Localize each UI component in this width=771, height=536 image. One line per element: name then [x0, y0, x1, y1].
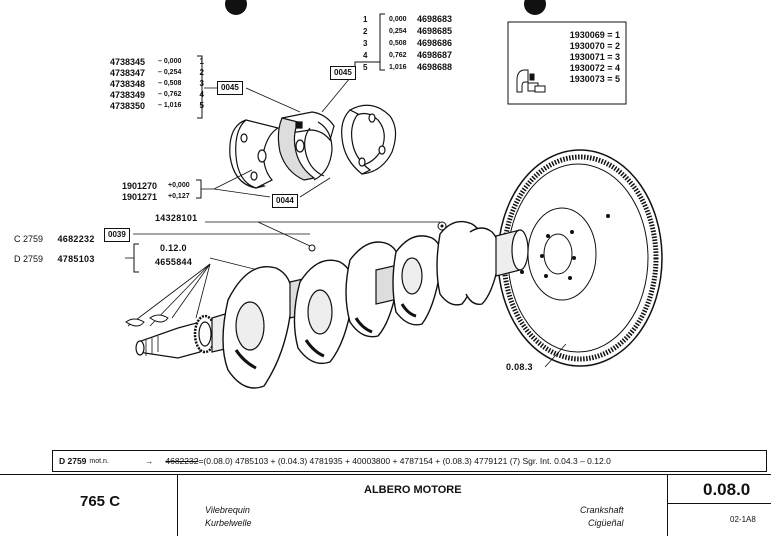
title-german: Kurbelwelle: [205, 518, 252, 528]
modification-note-bar: D 2759 mot.n. → 4682232 =(0.08.0) 478510…: [52, 450, 767, 472]
ref-0083[interactable]: 0.08.3: [506, 362, 533, 372]
title-french: Vilebrequin: [205, 505, 250, 515]
registration-dot-right: [524, 0, 546, 15]
list-item: 1930072 = 4: [569, 63, 620, 73]
key-group-code: 4655844: [155, 257, 193, 267]
c2759-row: C 2759 4682232: [14, 229, 95, 247]
flywheel: [497, 149, 663, 367]
group-number: 0.08.0: [703, 480, 751, 499]
crankshaft: [135, 220, 529, 389]
c2759-code: 4682232: [57, 234, 95, 244]
list-item: 1901270+0,000: [122, 180, 190, 191]
d2759-code: 4785103: [57, 254, 95, 264]
ref-box-0045-right[interactable]: 0045: [330, 66, 356, 80]
part-number-14328101: 14328101: [155, 213, 198, 223]
footer-model-suffix: mot.n.: [89, 457, 109, 465]
crankshaft-exploded-diagram: [125, 0, 663, 389]
thrust-washer-list: 1901270+0,000 1901271+0,127: [122, 180, 198, 202]
woodruff-key-1: [125, 318, 145, 327]
registration-dot-left: [225, 0, 247, 15]
c2759-prefix: C 2759: [14, 234, 44, 244]
title-block: 765 C ALBERO MOTORE Vilebrequin Kurbelwe…: [0, 474, 771, 536]
list-item: 1930071 = 3: [569, 52, 620, 62]
list-item: 1901271+0,127: [122, 191, 190, 202]
list-item: 1930069 = 1: [569, 30, 620, 40]
d2759-prefix: D 2759: [14, 254, 44, 264]
dowel-pin: [308, 244, 316, 252]
footer-struck-code: 4682232: [165, 456, 199, 466]
key-group-ref: 0.12.0: [160, 243, 187, 253]
footer-note-text: =(0.08.0) 4785103 + (0.04.3) 4781935 + 4…: [198, 456, 611, 466]
ref-box-0044[interactable]: 0044: [272, 194, 298, 208]
bearing-kit-list: 1930069 = 1 1930070 = 2 1930071 = 3 1930…: [540, 30, 620, 85]
main-bearing-shell-center: [277, 111, 335, 181]
ref-box-0039[interactable]: 0039: [104, 228, 130, 242]
title-english: Crankshaft: [580, 505, 624, 515]
bearing-shell-icon: [516, 69, 546, 93]
list-item: 1930073 = 5: [569, 74, 620, 84]
woodruff-key-2: [149, 314, 169, 323]
date-code: 02-1A8: [730, 515, 756, 524]
list-item: 1930070 = 2: [569, 41, 620, 51]
footer-arrow: →: [144, 456, 154, 466]
main-bearing-shell-left: [229, 119, 280, 189]
page-title: ALBERO MOTORE: [364, 484, 462, 496]
d2759-row: D 2759 4785103: [14, 249, 95, 267]
bearing-kit-box: [507, 21, 627, 105]
engine-model: 765 C: [80, 493, 121, 510]
title-spanish: Cigüeñal: [588, 518, 624, 528]
main-bearing-shell-right: [341, 104, 397, 175]
ref-box-0045-left[interactable]: 0045: [217, 81, 243, 95]
footer-model: D 2759: [59, 456, 87, 466]
